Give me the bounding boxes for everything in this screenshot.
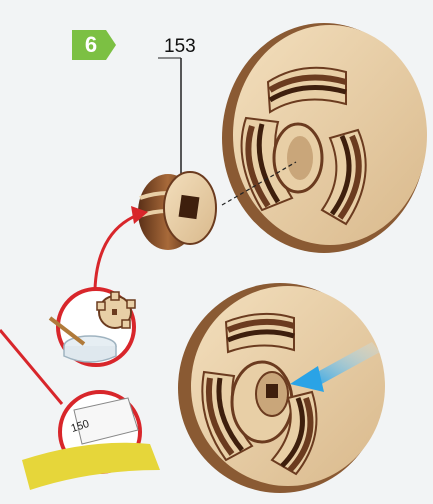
- upper-hub-hole: [287, 136, 313, 180]
- step-number: 6: [78, 30, 104, 60]
- square-hole: [179, 195, 200, 219]
- part-number-label: 153: [164, 36, 196, 58]
- lower-segment-top: [226, 314, 294, 352]
- lower-disc-assembly: [178, 283, 385, 493]
- part-153-disc: [138, 172, 216, 250]
- glue-step-circle: [50, 289, 135, 365]
- lower-square-hole: [266, 384, 278, 398]
- sandpaper-step-circle: [22, 392, 160, 490]
- sandpaper-icon: [22, 443, 160, 490]
- red-connector-line: [0, 330, 62, 404]
- upper-disc-assembly: [222, 23, 427, 253]
